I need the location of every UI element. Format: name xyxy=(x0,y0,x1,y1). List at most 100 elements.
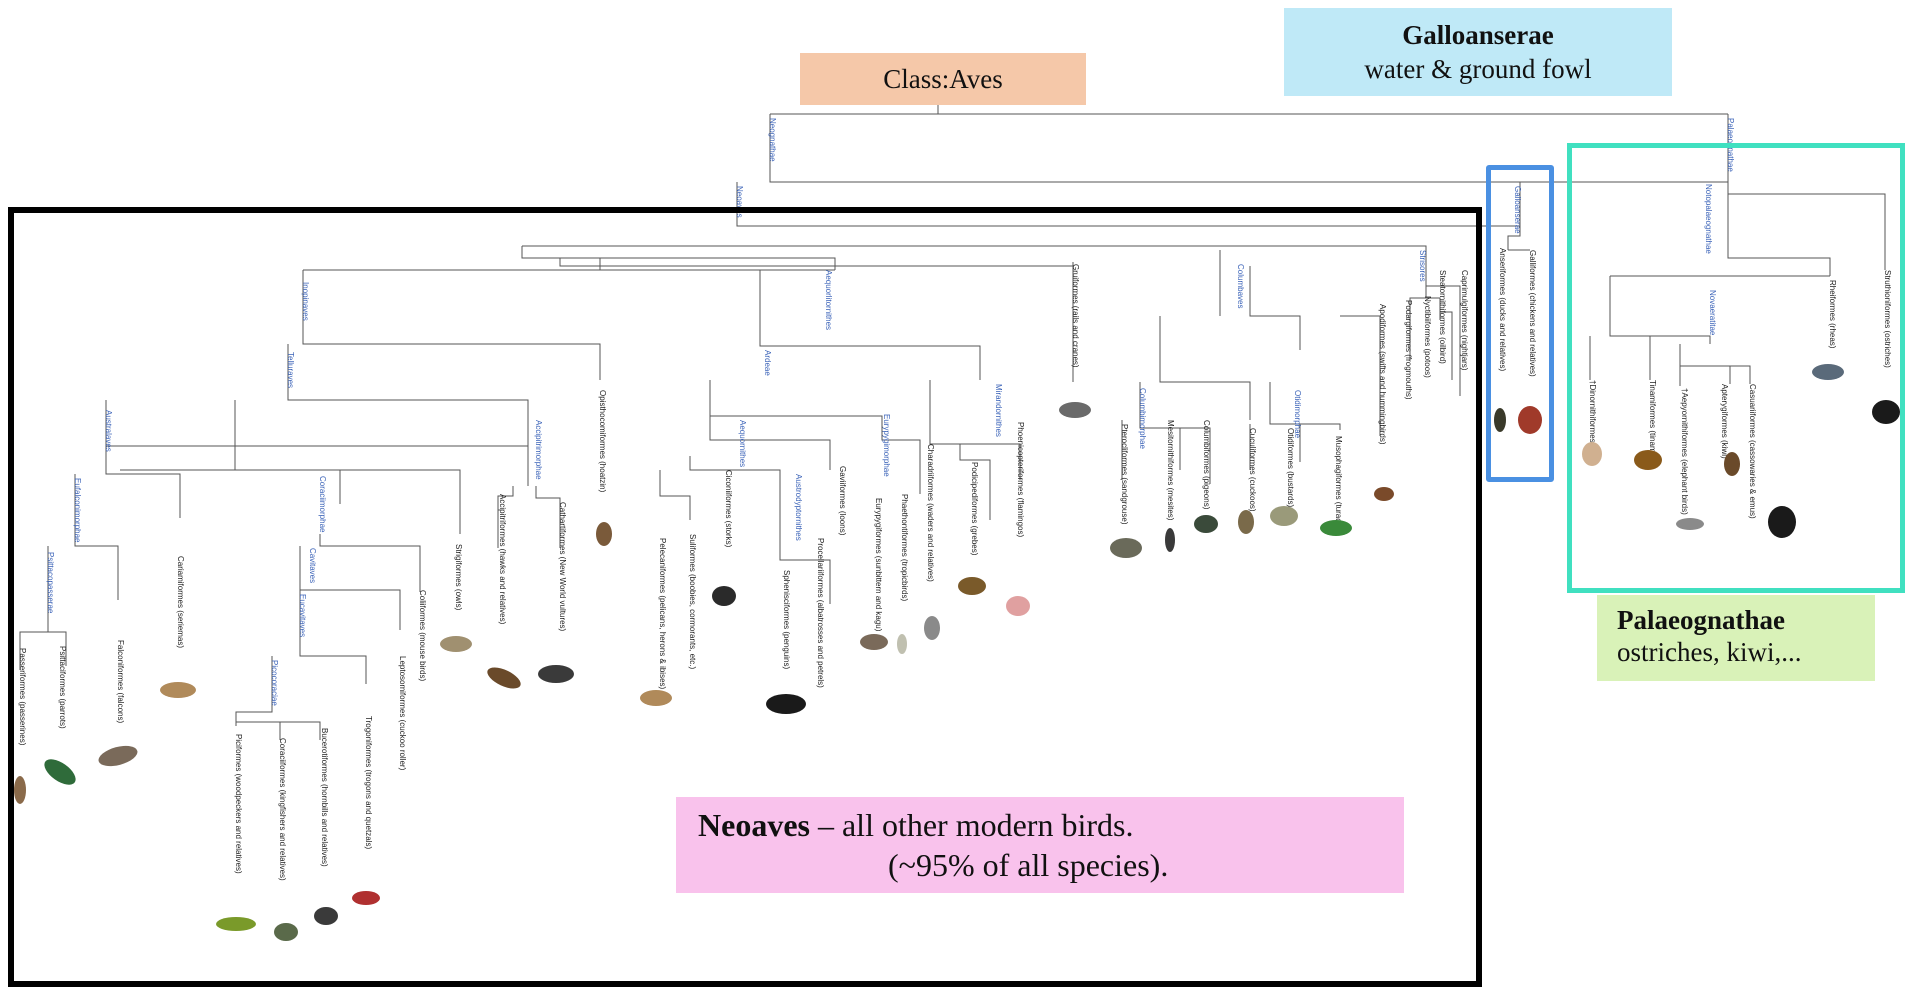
clade-mirandornithes[interactable]: Mirandornithes xyxy=(994,384,1003,437)
order-cuculiformes[interactable]: Cuculiformes (cuckoos) xyxy=(1248,428,1257,512)
order-tinamiformes[interactable]: Tinamiformes (tinamous) xyxy=(1648,380,1657,469)
order-nyctibiiformes[interactable]: Nyctibiiformes (potoos) xyxy=(1423,296,1432,378)
bird-ostrich-illustration xyxy=(1872,400,1900,424)
order-trogoniformes[interactable]: Trogoniformes (trogons and quetzals) xyxy=(364,716,373,849)
order-opisthocomiformes[interactable]: Opisthocomiformes (hoatzin) xyxy=(598,390,607,493)
bird-woodpecker-illustration xyxy=(216,917,256,931)
clade-eurypygimorphae[interactable]: Eurypygimorphae xyxy=(882,414,891,477)
bird-wader-illustration xyxy=(924,616,940,640)
bird-grebe-illustration xyxy=(958,577,986,595)
clade-picocoraciae[interactable]: Picocoraciae xyxy=(270,660,279,706)
order-struthioniformes[interactable]: Struthioniformes (ostriches) xyxy=(1883,270,1892,368)
tree-branches xyxy=(19,105,1886,740)
order-columbiformes[interactable]: Columbiformes (pigeons) xyxy=(1202,420,1211,510)
order-musophagiformes[interactable]: Musophagiformes (turacos) xyxy=(1334,436,1343,534)
order-cathartiformes[interactable]: Cathartiformes (New World vultures) xyxy=(558,502,567,632)
clade-columbimorphae[interactable]: Columbimorphae xyxy=(1138,388,1147,449)
bird-hoatzin-illustration xyxy=(596,522,612,546)
order-leptosomiformes[interactable]: Leptosomiformes (cuckoo roller) xyxy=(398,656,407,771)
order-accipitriformes[interactable]: Accipitriformes (hawks and relatives) xyxy=(498,494,507,625)
order-apodiformes[interactable]: Apodiformes (swifts and hummingbirds) xyxy=(1378,304,1387,445)
order-gruiformes[interactable]: Gruiformes (rails and cranes) xyxy=(1071,264,1080,368)
clade-columbaves[interactable]: Columbaves xyxy=(1236,264,1245,308)
bird-trogon-illustration xyxy=(352,891,380,905)
neoaves-callout: Neoaves – all other modern birds. (~95% … xyxy=(676,797,1404,893)
order-mesitornithiformes[interactable]: Mesitornithiformes (mesites) xyxy=(1166,420,1175,521)
clade-coraciimorphae[interactable]: Coraciimorphae xyxy=(318,476,327,533)
order-pterocliformes[interactable]: Pterocliformes (sandgrouse) xyxy=(1120,424,1129,525)
class-aves-label: Class:Aves xyxy=(800,53,1086,105)
clade-cavitaves[interactable]: Cavitaves xyxy=(308,548,317,583)
bird-illustrations xyxy=(14,364,1900,941)
clade-eufalconimorphae[interactable]: Eufalconimorphae xyxy=(73,478,82,543)
clade-ardeae[interactable]: Ardeae xyxy=(763,350,772,376)
bird-kiwi-illustration xyxy=(1724,452,1740,476)
clade-otidimorphae[interactable]: Otidimorphae xyxy=(1293,390,1302,439)
clade-accipitrimorphae[interactable]: Accipitrimorphae xyxy=(534,420,543,480)
order-cariamiformes[interactable]: Cariamiformes (seriemas) xyxy=(176,556,185,648)
order-galliformes[interactable]: Galliformes (chickens and relatives) xyxy=(1528,250,1537,377)
order-falconiformes[interactable]: Falconiformes (falcons) xyxy=(116,640,125,723)
bird-seriema-illustration xyxy=(160,682,196,698)
palaeognathae-subtitle: ostriches, kiwi,... xyxy=(1617,637,1802,667)
palaeognathae-frame xyxy=(1567,143,1905,593)
clade-neoaves[interactable]: Neoaves xyxy=(735,186,744,218)
clade-psittacopasserae[interactable]: Psittacopasserae xyxy=(46,552,55,614)
neoaves-subtitle: – all other modern birds. xyxy=(809,807,1134,843)
order-podargiformes[interactable]: Podargiformes (frogmouths) xyxy=(1404,300,1413,400)
clade-strisores[interactable]: Strisores xyxy=(1418,250,1427,282)
clade-austrodyptornithes[interactable]: Austrodyptornithes xyxy=(794,474,803,541)
order-piciformes[interactable]: Piciformes (woodpeckers and relatives) xyxy=(234,734,243,874)
galloanserae-callout: Galloanserae water & ground fowl xyxy=(1284,8,1672,96)
order-phaethontiformes[interactable]: Phaethontiformes (tropicbirds) xyxy=(900,494,909,601)
order-rheiformes[interactable]: Rheiformes (rheas) xyxy=(1828,280,1837,349)
clade-inopinaves[interactable]: Inopinaves xyxy=(301,282,310,321)
bird-sandgrouse-illustration xyxy=(1110,538,1142,558)
order-passeriformes[interactable]: Passeriformes (passerines) xyxy=(18,648,27,746)
clade-aequornithes[interactable]: Aequornithes xyxy=(738,420,747,467)
order-strigiformes[interactable]: Strigiformes (owls) xyxy=(454,544,463,611)
clade-telluraves[interactable]: Telluraves xyxy=(286,352,295,388)
order-aepyornithiformes[interactable]: †Aepyornithiformes (elephant birds) xyxy=(1680,388,1689,515)
order-eurypygiformes[interactable]: Eurypygiformes (sunbittern and kagu) xyxy=(874,498,883,632)
order-phoenicopteriformes[interactable]: Phoenicopteriformes (flamingos) xyxy=(1016,422,1025,537)
order-podicipediformes[interactable]: Podicipediformes (grebes) xyxy=(970,462,979,556)
order-bucerotiformes[interactable]: Bucerotiformes (hornbills and relatives) xyxy=(320,728,329,867)
clade-labels: Neognathae Neoaves Inopinaves Telluraves… xyxy=(46,118,1735,706)
clade-notopalaeognathae[interactable]: Notopalaeognathae xyxy=(1704,184,1713,254)
order-gaviiformes[interactable]: Gaviiformes (loons) xyxy=(838,466,847,536)
order-anseriformes[interactable]: Anseriformes (ducks and relatives) xyxy=(1498,248,1507,371)
order-pelecaniformes[interactable]: Pelecaniformes (pelicans, herons & ibise… xyxy=(658,538,667,690)
order-apterygiformes[interactable]: Apterygiformes (kiwi) xyxy=(1720,384,1729,459)
order-caprimulgiformes[interactable]: Caprimulgiformes (nightjars) xyxy=(1460,270,1469,371)
order-procellariiformes[interactable]: Procellariiformes (albatrosses and petre… xyxy=(816,538,825,688)
bird-cassowary-illustration xyxy=(1768,506,1796,538)
order-otidiformes[interactable]: Otidiformes (bustards) xyxy=(1286,428,1295,507)
order-dinornithiformes[interactable]: †Dinornithiformes (moa) xyxy=(1588,380,1597,466)
clade-aequorlitornithes[interactable]: Aequorlitornithes xyxy=(824,270,833,330)
order-psittaciformes[interactable]: Psittaciformes (parrots) xyxy=(58,646,67,729)
bird-duck-illustration xyxy=(1494,408,1506,432)
order-coraciiformes[interactable]: Coraciiformes (kingfishers and relatives… xyxy=(278,738,287,881)
palaeognathae-title: Palaeognathae xyxy=(1617,605,1785,635)
order-coliiformes[interactable]: Coliiformes (mouse birds) xyxy=(418,590,427,681)
bird-passerine-illustration xyxy=(14,776,26,804)
bird-chicken-illustration xyxy=(1518,406,1542,434)
galloanserae-title: Galloanserae xyxy=(1402,20,1554,50)
order-casuariiformes[interactable]: Casuariiformes (cassowaries & emus) xyxy=(1748,384,1757,519)
neoaves-line-1: Neoaves – all other modern birds. xyxy=(698,805,1404,845)
clade-galloanserae[interactable]: Galloanserae xyxy=(1513,186,1522,234)
clade-eucavitaves[interactable]: Eucavitaves xyxy=(298,594,307,637)
order-sphenisciformes[interactable]: Sphenisciformes (penguins) xyxy=(782,570,791,669)
clade-novaeratitae[interactable]: Novaeratitae xyxy=(1708,290,1717,336)
galloanserae-frame xyxy=(1486,165,1554,482)
bird-vulture-illustration xyxy=(538,665,574,683)
clade-australaves[interactable]: Australaves xyxy=(104,410,113,452)
order-charadriiformes[interactable]: Charadriiformes (waders and relatives) xyxy=(926,444,935,582)
order-ciconiiformes[interactable]: Ciconiiformes (storks) xyxy=(724,470,733,548)
bird-stork-illustration xyxy=(712,586,736,606)
neoaves-line-2: (~95% of all species). xyxy=(888,847,1169,883)
clade-neognathae[interactable]: Neognathae xyxy=(768,118,777,162)
order-steatornithiformes[interactable]: Steatornithiformes (oilbird) xyxy=(1438,270,1447,364)
order-suliformes[interactable]: Suliformes (boobies, cormorants, etc.) xyxy=(688,534,697,669)
